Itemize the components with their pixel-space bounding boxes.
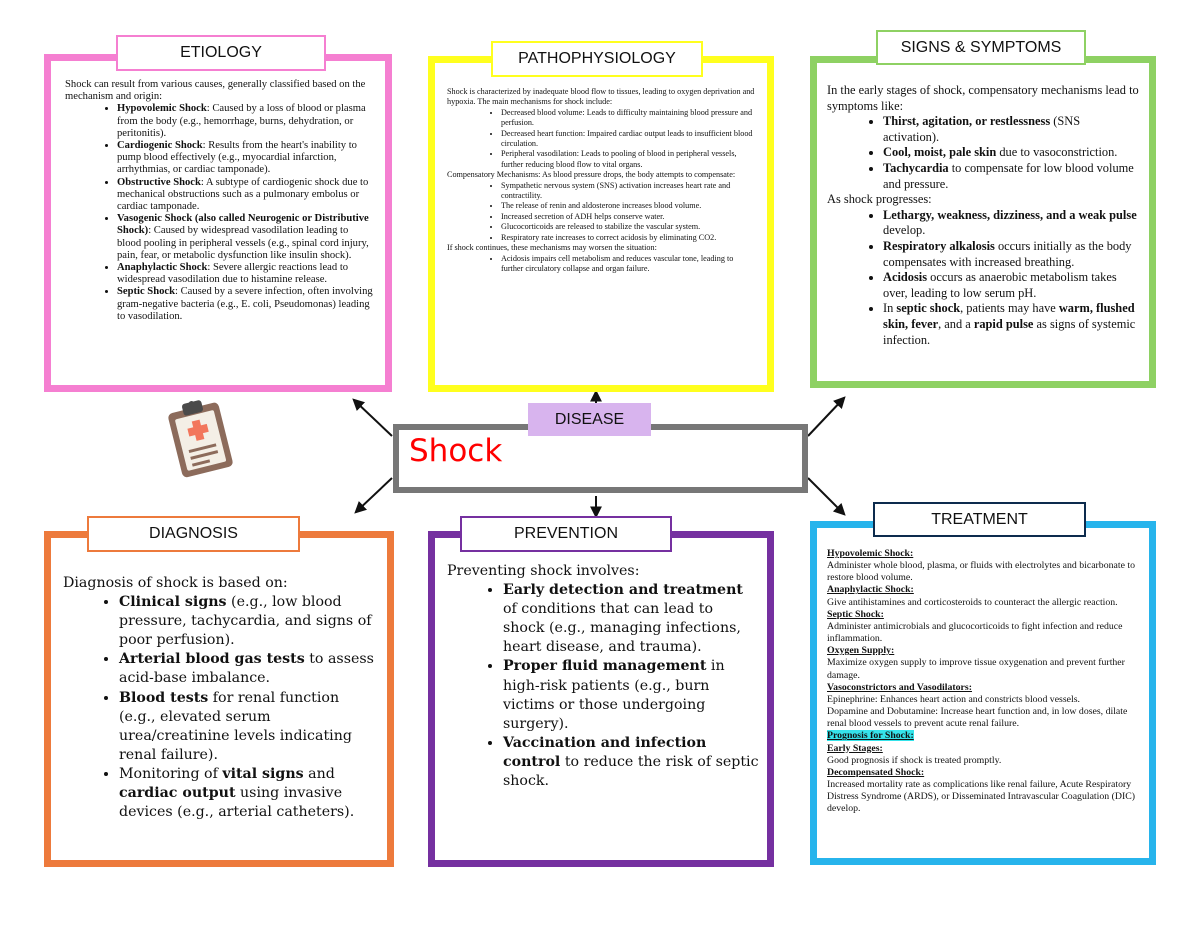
list-item: In septic shock, patients may have warm,… [883,301,1139,348]
arrow-to-signs [807,396,846,437]
treatment-text: Administer whole blood, plasma, or fluid… [827,560,1135,584]
etiology-content: Shock can result from various causes, ge… [65,79,373,377]
list-item: Sympathetic nervous system (SNS) activat… [501,181,757,202]
prognosis-text: Increased mortality rate as complication… [827,778,1135,815]
arrow-to-etiology [352,398,393,437]
signs-label: SIGNS & SYMPTOMS [876,30,1086,65]
treatment-heading: Hypovolemic Shock: [827,548,914,559]
treatment-heading: Oxygen Supply: [827,645,895,657]
clipboard-medical-icon [168,400,233,478]
etiology-label: ETIOLOGY [116,35,326,71]
list-item: Acidosis impairs cell metabolism and red… [501,254,757,275]
pathophysiology-label: PATHOPHYSIOLOGY [491,41,703,77]
disease-title: Shock [409,433,503,469]
list-item: Lethargy, weakness, dizziness, and a wea… [883,208,1139,239]
prognosis-text: Good prognosis if shock is treated promp… [827,754,1002,766]
diagnosis-list: Clinical signs (e.g., low blood pressure… [63,593,377,822]
prevention-label: PREVENTION [460,516,672,552]
list-item: Vasogenic Shock (also called Neurogenic … [117,213,373,262]
list-item: Respiratory alkalosis occurs initially a… [883,239,1139,270]
arrow-to-diagnosis [354,477,393,514]
list-item: Peripheral vasodilation: Leads to poolin… [501,149,757,170]
list-item: Proper fluid management in high-risk pat… [503,657,759,733]
list-item: Arterial blood gas tests to assess acid-… [119,650,377,688]
list-item: Cool, moist, pale skin due to vasoconstr… [883,145,1139,161]
list-item: Decreased heart function: Impaired cardi… [501,129,757,150]
treatment-heading: Vasoconstrictors and Vasodilators: [827,681,972,693]
prognosis-heading: Prognosis for Shock: [827,730,914,742]
signs-progress-list: Lethargy, weakness, dizziness, and a wea… [827,208,1139,348]
treatment-text: Maximize oxygen supply to improve tissue… [827,657,1125,681]
compensatory-intro: Compensatory Mechanisms: As blood pressu… [447,170,736,180]
arrow-to-treatment [807,477,846,516]
treatment-content: Hypovolemic Shock: Administer whole bloo… [827,548,1139,852]
list-item: Tachycardia to compensate for low blood … [883,161,1139,192]
list-item: The release of renin and aldosterone inc… [501,201,757,211]
pathophysiology-panel: Shock is characterized by inadequate blo… [428,56,774,392]
treatment-heading: Septic Shock: [827,608,884,620]
list-item: Acidosis occurs as anaerobic metabolism … [883,270,1139,301]
signs-progress-intro: As shock progresses: [827,192,932,207]
list-item: Respiratory rate increases to correct ac… [501,233,757,243]
list-item: Decreased blood volume: Leads to difficu… [501,108,757,129]
treatment-heading: Anaphylactic Shock: [827,584,914,596]
pathophysiology-content: Shock is characterized by inadequate blo… [447,87,757,379]
list-item: Hypovolemic Shock: Caused by a loss of b… [117,103,373,140]
prevention-content: Preventing shock involves: Early detecti… [447,562,759,854]
etiology-panel: Shock can result from various causes, ge… [44,54,392,392]
mechanisms-list: Decreased blood volume: Leads to difficu… [447,108,757,170]
list-item: Thirst, agitation, or restlessness (SNS … [883,114,1139,145]
signs-early-intro: In the early stages of shock, compensato… [827,83,1139,113]
treatment-text: Epinephrine: Enhances heart action and c… [827,693,1081,705]
treatment-text: Dopamine and Dobutamine: Increase heart … [827,706,1128,730]
treatment-panel: Hypovolemic Shock: Administer whole bloo… [810,521,1156,865]
prognosis-subheading: Early Stages: [827,742,883,754]
prevention-panel: Preventing shock involves: Early detecti… [428,531,774,867]
continues-list: Acidosis impairs cell metabolism and red… [447,254,757,275]
list-item: Blood tests for renal function (e.g., el… [119,689,377,765]
treatment-text: Administer antimicrobials and glucocorti… [827,620,1123,645]
etiology-list: Hypovolemic Shock: Caused by a loss of b… [65,103,373,323]
list-item: Glucocorticoids are released to stabiliz… [501,222,757,232]
signs-panel: In the early stages of shock, compensato… [810,56,1156,388]
list-item: Monitoring of vital signs and cardiac ou… [119,765,377,822]
diagnosis-content: Diagnosis of shock is based on: Clinical… [63,574,377,854]
list-item: Early detection and treatment of conditi… [503,581,759,657]
signs-content: In the early stages of shock, compensato… [827,83,1139,375]
compensatory-list: Sympathetic nervous system (SNS) activat… [447,181,757,243]
list-item: Vaccination and infection control to red… [503,734,759,791]
prognosis-subheading: Decompensated Shock: [827,766,925,778]
pathophysiology-intro: Shock is characterized by inadequate blo… [447,87,755,107]
treatment-label: TREATMENT [873,502,1086,537]
disease-label: DISEASE [528,403,651,436]
signs-early-list: Thirst, agitation, or restlessness (SNS … [827,114,1139,192]
list-item: Obstructive Shock: A subtype of cardioge… [117,177,373,214]
continues-intro: If shock continues, these mechanisms may… [447,243,657,253]
list-item: Anaphylactic Shock: Severe allergic reac… [117,262,373,286]
list-item: Cardiogenic Shock: Results from the hear… [117,140,373,177]
list-item: Septic Shock: Caused by a severe infecti… [117,286,373,323]
prevention-intro: Preventing shock involves: [447,563,640,579]
diagnosis-panel: Diagnosis of shock is based on: Clinical… [44,531,394,867]
diagnosis-intro: Diagnosis of shock is based on: [63,575,288,591]
disease-box: Shock [393,424,808,493]
list-item: Increased secretion of ADH helps conserv… [501,212,757,222]
diagnosis-label: DIAGNOSIS [87,516,300,552]
list-item: Clinical signs (e.g., low blood pressure… [119,593,377,650]
etiology-intro: Shock can result from various causes, ge… [65,79,366,103]
prevention-list: Early detection and treatment of conditi… [447,581,759,791]
treatment-text: Give antihistamines and corticosteroids … [827,596,1118,608]
